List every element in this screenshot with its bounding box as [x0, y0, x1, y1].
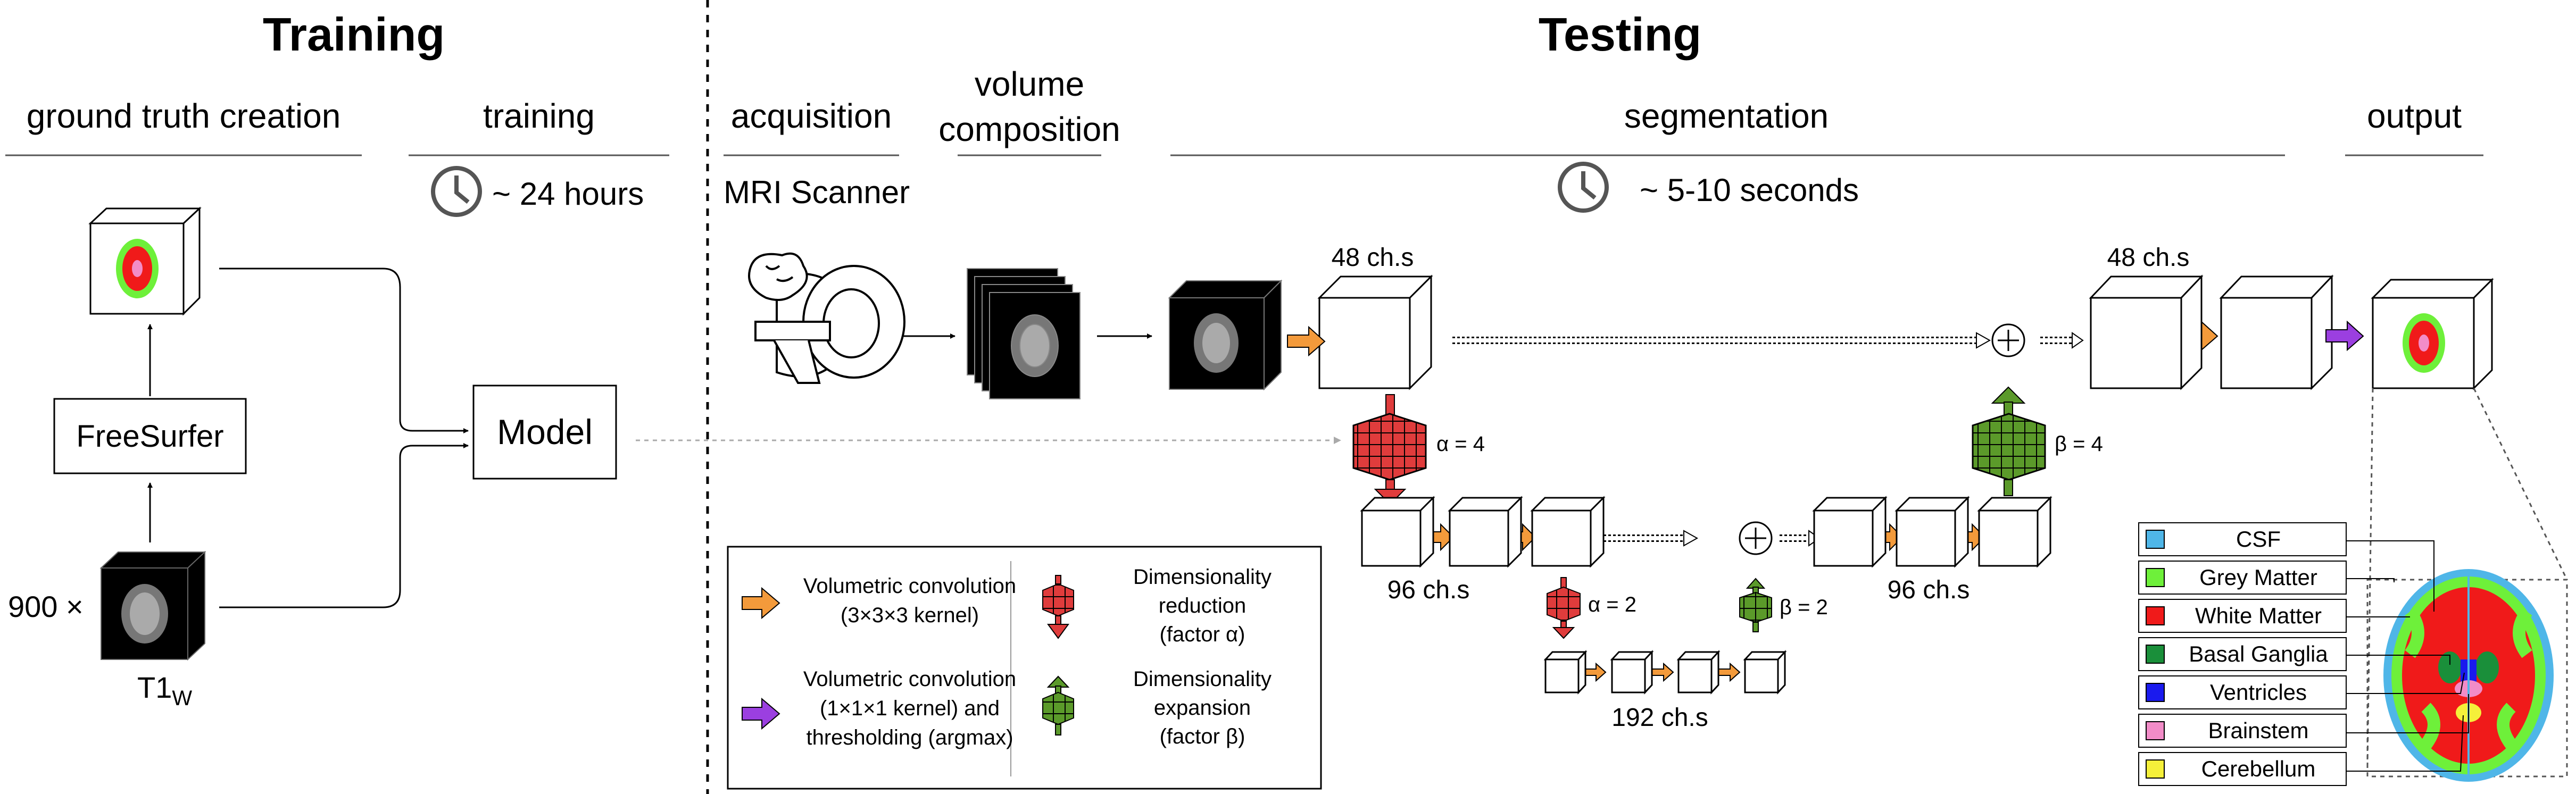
t1-cube [99, 550, 206, 661]
beta4-label: β = 4 [2055, 432, 2103, 456]
label-key-name: Brainstem [2208, 718, 2308, 743]
label-key-box [2138, 522, 2347, 556]
label-color-swatch [2146, 606, 2165, 625]
output-cube [2371, 278, 2494, 390]
volume-composition-stack [967, 268, 1081, 399]
label-key-name: Ventricles [2210, 680, 2307, 705]
legend-conv3-line1: Volumetric convolution [803, 574, 1016, 598]
label-color-swatch [2146, 721, 2165, 740]
acquisition-header: acquisition [731, 97, 892, 135]
segmentation-brain-image [2383, 569, 2554, 782]
label-key-name: Grey Matter [2199, 565, 2317, 590]
freesurfer-box [53, 398, 247, 474]
expansion-beta4 [1972, 386, 2046, 496]
expansion-beta2 [1739, 578, 1772, 632]
volume-header-line2: composition [938, 110, 1120, 148]
label-key-box [2138, 675, 2347, 709]
ch96-right-label: 96 ch.s [1888, 576, 1970, 604]
ch48-in-label: 48 ch.s [1332, 244, 1414, 272]
legend-reduction-line2: reduction [1159, 594, 1247, 617]
label-key-name: CSF [2236, 526, 2281, 551]
label-color-swatch [2146, 530, 2165, 549]
sum-node [1991, 323, 2025, 357]
label-color-swatch [2146, 759, 2165, 779]
legend-conv1-line2: (1×1×1 kernel) and [820, 697, 1000, 720]
legend-expansion-line1: Dimensionality [1133, 667, 1272, 691]
label-key-name: White Matter [2195, 603, 2322, 628]
purple-conv-arrow [2325, 320, 2364, 352]
legend-conv1-line1: Volumetric convolution [803, 667, 1016, 691]
training-arrows [147, 268, 469, 608]
legend-expansion-line2: expansion [1154, 696, 1251, 720]
legend-reduction-line1: Dimensionality [1133, 565, 1272, 589]
skip-connections [1452, 332, 1991, 547]
freesurfer-label: FreeSurfer [76, 419, 223, 454]
conv-blocks-96-right [1812, 496, 2053, 568]
label-key-name: Basal Ganglia [2189, 641, 2328, 666]
conv-blocks-192 [1543, 650, 1787, 695]
volume-header-line1: volume [975, 65, 1084, 103]
label-key-row: CSF [2138, 522, 2347, 556]
sum-node [1739, 521, 1773, 555]
legend-frame [727, 546, 1322, 790]
testing-time: ~ 5-10 seconds [1640, 172, 1859, 208]
legend-conv1-line3: thresholding (argmax) [806, 726, 1013, 749]
reduction-alpha2 [1547, 577, 1581, 639]
conv-block-48-in [1317, 274, 1433, 390]
legend-symbols [742, 575, 1074, 736]
label-key-row: Basal Ganglia [2138, 637, 2347, 671]
label-key-row: White Matter [2138, 599, 2347, 633]
label-key-box [2138, 752, 2347, 786]
label-key-row: Grey Matter [2138, 561, 2347, 595]
label-key-name: Cerebellum [2201, 756, 2316, 781]
model-label: Model [497, 412, 593, 452]
label-color-swatch [2146, 645, 2165, 664]
ground-truth-cube [88, 206, 202, 316]
gt-creation-header: ground truth creation [27, 97, 341, 135]
label-key-box [2138, 599, 2347, 633]
label-color-swatch [2146, 568, 2165, 587]
input-volume-cube [1168, 279, 1283, 391]
training-header: training [483, 97, 595, 135]
label-key-box [2138, 714, 2347, 748]
clock-icon [431, 166, 482, 217]
label-key-box [2138, 637, 2347, 671]
model-box [472, 385, 617, 480]
training-title: Training [263, 8, 445, 61]
scanner-label: MRI Scanner [724, 174, 910, 210]
alpha4-label: α = 4 [1436, 432, 1485, 456]
label-key-box [2138, 561, 2347, 595]
legend-reduction-line3: (factor α) [1160, 623, 1245, 646]
conv-blocks-48-out [2089, 274, 2334, 390]
legend-expansion-line3: (factor β) [1160, 725, 1245, 748]
beta2-label: β = 2 [1780, 596, 1828, 619]
ch192-label: 192 ch.s [1611, 704, 1708, 732]
mri-scanner-icon [748, 252, 905, 384]
clock-icon [1558, 162, 1609, 213]
legend-conv3-line2: (3×3×3 kernel) [841, 604, 979, 627]
conv-blocks-96-left [1360, 496, 1606, 568]
label-key-row: Cerebellum [2138, 752, 2347, 786]
ch48-out-label: 48 ch.s [2107, 244, 2190, 272]
output-header: output [2367, 97, 2462, 135]
training-time: ~ 24 hours [492, 176, 644, 212]
testing-title: Testing [1539, 8, 1701, 61]
t1-label: T1W [137, 671, 192, 710]
ch96-left-label: 96 ch.s [1387, 576, 1470, 604]
alpha2-label: α = 2 [1588, 593, 1636, 616]
label-key-row: Ventricles [2138, 675, 2347, 709]
label-color-swatch [2146, 683, 2165, 702]
subject-count: 900 × [8, 590, 84, 623]
label-key-row: Brainstem [2138, 714, 2347, 748]
label-leader-lines [2346, 540, 2469, 772]
reduction-alpha4 [1352, 394, 1427, 505]
segmentation-header: segmentation [1624, 97, 1829, 135]
